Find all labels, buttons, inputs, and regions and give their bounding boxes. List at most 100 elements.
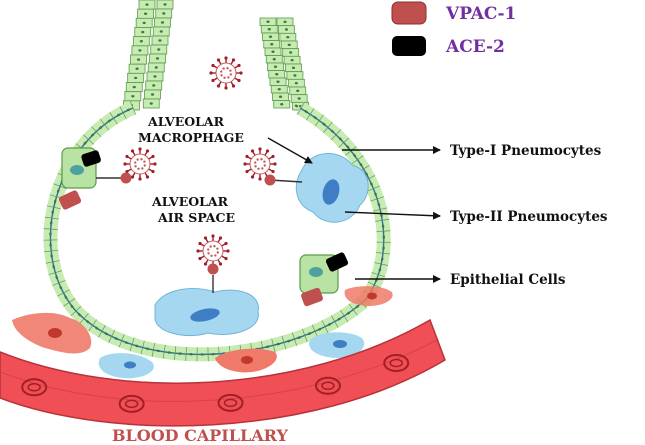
bronchiole-cell-nucleus — [266, 20, 270, 23]
macrophage-arrow — [267, 137, 313, 164]
interstitial-cells — [12, 286, 393, 379]
pneumocyte-bottom — [154, 287, 259, 337]
pneumocyte-nucleus — [190, 308, 220, 322]
blood-capillary-label: BLOOD CAPILLARY — [112, 426, 288, 445]
wall-cell — [376, 224, 391, 233]
virus-icon — [123, 147, 157, 181]
wall-cell — [45, 260, 60, 269]
legend: VPAC-1 ACE-2 — [391, 1, 516, 57]
bronchiole-cell-nucleus — [297, 97, 301, 100]
wall-cell — [271, 338, 280, 353]
vpac1-legend-label: VPAC-1 — [445, 4, 516, 24]
wall-cell — [185, 346, 193, 361]
wall-cell — [46, 205, 61, 214]
wall-cell — [43, 228, 58, 236]
wall-cell — [44, 249, 59, 258]
bronchiole-cell-nucleus — [272, 58, 276, 61]
macrophage-label-line1: ALVEOLAR — [147, 114, 225, 129]
bronchiole-cell-nucleus — [145, 3, 149, 6]
pneumocyte-small-nucleus — [124, 361, 136, 369]
virus-icon — [196, 234, 230, 268]
bronchiole-cell-nucleus — [134, 76, 138, 80]
wall-cell — [374, 257, 389, 266]
red-blood-cell — [21, 378, 48, 397]
wall-cell — [196, 347, 204, 362]
wall-cell — [376, 235, 391, 243]
wall-cell — [322, 121, 333, 134]
wall-cell — [348, 303, 359, 316]
virus-icon — [243, 147, 277, 181]
bronchiole-cell-nucleus — [142, 21, 146, 25]
wall-cell — [79, 313, 90, 325]
wall-cell — [294, 102, 305, 115]
wall-cell — [370, 192, 384, 202]
wall-cell — [129, 337, 139, 352]
bronchiole-cell-nucleus — [277, 88, 281, 91]
bronchiole-cell-nucleus — [135, 67, 139, 70]
bronchiole-cell-nucleus — [150, 93, 155, 96]
bronchiole-cell-nucleus — [158, 39, 162, 42]
cuboidal-cell-left-nucleus — [70, 165, 84, 175]
bronchiole-cell-nucleus — [162, 12, 166, 15]
bronchiole-cell-nucleus — [131, 95, 135, 98]
bronchiole-cell-nucleus — [141, 30, 145, 34]
red-blood-cell — [314, 376, 341, 395]
air-space-label-line2: AIR SPACE — [157, 210, 235, 225]
vpac1-legend-swatch — [391, 1, 427, 25]
wall-cell — [70, 305, 82, 317]
cuboidal-cell-right-nucleus — [309, 267, 323, 277]
wall-cell — [371, 268, 386, 278]
bronchiole-cell-nucleus — [276, 80, 280, 83]
pneumocyte-right-small-nucleus — [333, 340, 347, 348]
bronchiole-cell-nucleus — [153, 75, 157, 78]
bronchiole-cell-nucleus — [132, 85, 136, 89]
red-blood-cell — [217, 393, 244, 412]
bronchiole-cell-nucleus — [155, 57, 160, 60]
bronchiole-cell-nucleus — [152, 84, 156, 87]
ace2-receptor-icon — [325, 252, 349, 272]
bronchiole-cell-nucleus — [287, 43, 291, 47]
alveolar-wall-cells — [43, 101, 391, 362]
bronchiole-cell-nucleus — [163, 3, 167, 6]
wall-cell — [140, 340, 150, 355]
bronchiole-cell-nucleus — [138, 49, 142, 52]
macrophage-nucleus — [48, 328, 62, 338]
bronchiole-cell-nucleus — [149, 102, 153, 105]
wall-cell — [351, 153, 364, 165]
wall-cell — [57, 289, 70, 300]
wall-cell — [340, 309, 351, 322]
callout-epithelial-cells: Epithelial Cells — [450, 272, 566, 288]
bronchiole-cell-nucleus — [293, 74, 297, 77]
wall-cell — [375, 213, 390, 222]
bronchiole-cell-nucleus — [296, 89, 300, 93]
wall-cell — [83, 134, 94, 145]
bronchiole-cell-nucleus — [268, 35, 273, 38]
wall-cell — [116, 106, 127, 120]
red-blood-cell — [383, 354, 410, 373]
wall-cell — [291, 332, 301, 346]
bronchiole-cell-nucleus — [273, 65, 278, 68]
bronchiole-cell-nucleus — [280, 103, 284, 106]
virus-receptor-cups — [120, 172, 276, 275]
vpac1-receptor-icon — [264, 174, 276, 186]
wall-cell — [107, 112, 118, 125]
wall-cell — [108, 329, 118, 343]
alveolar-wall — [43, 101, 391, 362]
bronchiole-cell-nucleus — [139, 40, 143, 43]
vpac1-receptor-icon — [58, 190, 82, 210]
wall-cell — [338, 137, 350, 148]
bronchiole-cell-nucleus — [267, 28, 271, 31]
wall-cell — [98, 325, 108, 338]
type-ii-pneumocyte-right — [295, 153, 369, 223]
bronchiole-cell-nucleus — [283, 20, 287, 24]
callout-type-ii-pneumocytes: Type-II Pneumocytes — [450, 209, 608, 225]
wall-cell — [311, 324, 322, 338]
red-blood-cell — [118, 394, 145, 413]
wall-cell — [88, 319, 99, 332]
red-blood-cells — [21, 354, 410, 413]
wall-cell — [99, 118, 110, 131]
bronchiole-cell-nucleus — [278, 95, 283, 98]
wall-cell — [375, 246, 390, 255]
vpac1-receptor-icon — [120, 172, 132, 184]
